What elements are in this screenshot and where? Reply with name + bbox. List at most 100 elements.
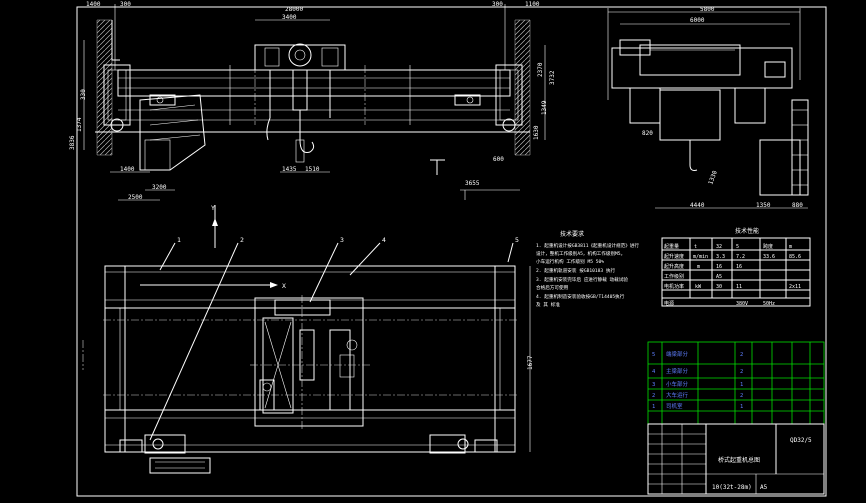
axis-label-y: Y <box>211 204 215 212</box>
svg-text:起重量: 起重量 <box>664 243 679 250</box>
note-line-1: 1. 起重机设计按GB3811《起重机设计规范》进行 <box>536 242 639 249</box>
svg-text:5: 5 <box>736 244 739 250</box>
dim-880: 880 <box>792 202 803 209</box>
dim-1100: 1100 <box>525 1 540 8</box>
svg-text:32: 32 <box>716 244 722 250</box>
svg-text:16: 16 <box>736 264 742 270</box>
svg-text:A5: A5 <box>716 274 722 280</box>
right-end-carriage <box>495 64 523 126</box>
svg-text:工作级别: 工作级别 <box>664 273 684 280</box>
svg-text:主梁部分: 主梁部分 <box>666 367 689 375</box>
elevation-marker-icon <box>430 159 445 175</box>
callout-5: 5 <box>515 236 519 244</box>
svg-text:司机室: 司机室 <box>666 402 683 410</box>
plan-girder-bottom <box>104 409 516 453</box>
svg-text:1: 1 <box>740 382 743 388</box>
dim-330: 330 <box>80 89 87 100</box>
svg-text:5: 5 <box>652 352 655 358</box>
callout-2: 2 <box>240 236 244 244</box>
note-line-4: 2. 起重机轨道安装 按GB10183 执行 <box>536 267 616 274</box>
dim-3732: 3732 <box>549 70 556 85</box>
title-block-name: 桥式起重机总图 <box>718 456 760 464</box>
dim-1510: 1510 <box>305 166 320 173</box>
callout-4: 4 <box>382 236 386 244</box>
dim-3400: 3400 <box>282 14 297 21</box>
dim-3655: 3655 <box>465 180 480 187</box>
svg-text:2: 2 <box>652 393 655 399</box>
hook-icon <box>299 110 315 153</box>
svg-text:380V: 380V <box>736 301 748 307</box>
svg-text:7.2: 7.2 <box>736 254 745 260</box>
svg-text:t: t <box>694 244 697 250</box>
operator-cab <box>139 94 206 171</box>
svg-text:起升高度: 起升高度 <box>664 263 684 270</box>
dim-820: 820 <box>642 130 653 137</box>
main-girder <box>117 69 511 97</box>
title-block: QD32/5 桥式起重机总图 10(32t-28m) A5 <box>647 423 825 495</box>
front-elevation-view: 1400 300 28000 300 1100 3400 <box>69 1 556 201</box>
svg-text:端梁部分: 端梁部分 <box>666 350 689 358</box>
svg-text:kW: kW <box>695 284 702 290</box>
technical-notes: 技术要求 1. 起重机设计按GB3811《起重机设计规范》进行 设计，整机工作级… <box>536 230 639 308</box>
svg-text:2: 2 <box>740 393 743 399</box>
dim-28000: 28000 <box>285 6 303 13</box>
dim-300-left: 300 <box>120 1 131 8</box>
svg-text:33.6: 33.6 <box>763 254 775 260</box>
dim-300-right: 300 <box>492 1 503 8</box>
note-line-6: 合格后方可使用 <box>536 284 569 291</box>
dim-1677: 1677 <box>527 355 534 370</box>
svg-text:2: 2 <box>740 369 743 375</box>
svg-text:起升速度: 起升速度 <box>664 253 684 260</box>
dim-1374: 1374 <box>76 117 83 132</box>
svg-text:85.6: 85.6 <box>789 254 801 260</box>
dim-3836: 3836 <box>69 135 76 150</box>
title-block-spec: 10(32t-28m) <box>712 484 752 491</box>
notes-title: 技术要求 <box>560 230 584 238</box>
trolley-plan <box>250 295 370 430</box>
svg-text:跨度: 跨度 <box>763 243 773 250</box>
note-line-3: 小车运行机构 工作级别 M5 50% <box>536 258 604 265</box>
dim-600: 600 <box>493 156 504 163</box>
note-line-7: 4. 起重机制造安装验收按GB/T14405执行 <box>536 293 625 300</box>
svg-text:4: 4 <box>652 369 656 375</box>
svg-text:3: 3 <box>652 382 655 388</box>
dim-1349: 1349 <box>541 100 548 115</box>
side-elevation-view: 5800 6000 820 1330 4440 1350 880 <box>607 6 809 209</box>
dim-2500: 2500 <box>128 194 143 201</box>
left-end-carriage <box>103 64 131 126</box>
dim-3200: 3200 <box>152 184 167 191</box>
svg-text:m: m <box>697 264 700 270</box>
callout-3: 3 <box>340 236 344 244</box>
note-line-2: 设计，整机工作级别A5，机构工作级别M5。 <box>536 250 625 257</box>
drawing-frame <box>76 6 827 497</box>
trolley-front <box>254 43 346 163</box>
dim-1350: 1350 <box>756 202 771 209</box>
dim-1400: 1400 <box>86 1 101 8</box>
title-block-scale: A5 <box>760 484 768 491</box>
dim-1400-bottom: 1400 <box>120 166 135 173</box>
svg-text:30: 30 <box>716 284 722 290</box>
spec-table: 技术性能 起重量 t 32 5 跨度 m 起升速度 m/min 3.3 7.2 … <box>661 227 811 307</box>
svg-text:1: 1 <box>740 404 743 410</box>
svg-text:电源: 电源 <box>664 300 674 307</box>
dim-1435: 1435 <box>282 166 297 173</box>
svg-text:小车部分: 小车部分 <box>666 380 689 388</box>
note-line-8: 及 其 标准 <box>536 301 560 308</box>
svg-text:电机功率: 电机功率 <box>664 283 684 290</box>
title-block-drawing-no: QD32/5 <box>790 437 812 444</box>
svg-text:2x11: 2x11 <box>789 284 801 290</box>
svg-text:3.3: 3.3 <box>716 254 725 260</box>
svg-text:m/min: m/min <box>693 254 708 260</box>
plan-view: Y X <box>82 204 534 474</box>
dim-5800: 5800 <box>700 6 715 13</box>
spec-table-header: 技术性能 <box>735 227 759 235</box>
dim-4440: 4440 <box>690 202 705 209</box>
dim-1330: 1330 <box>707 169 719 185</box>
svg-text:11: 11 <box>736 284 742 290</box>
dim-2370: 2370 <box>537 62 544 77</box>
svg-text:大车运行: 大车运行 <box>666 391 689 399</box>
svg-text:1: 1 <box>652 404 655 410</box>
svg-text:2: 2 <box>740 352 743 358</box>
callout-1: 1 <box>177 236 181 244</box>
